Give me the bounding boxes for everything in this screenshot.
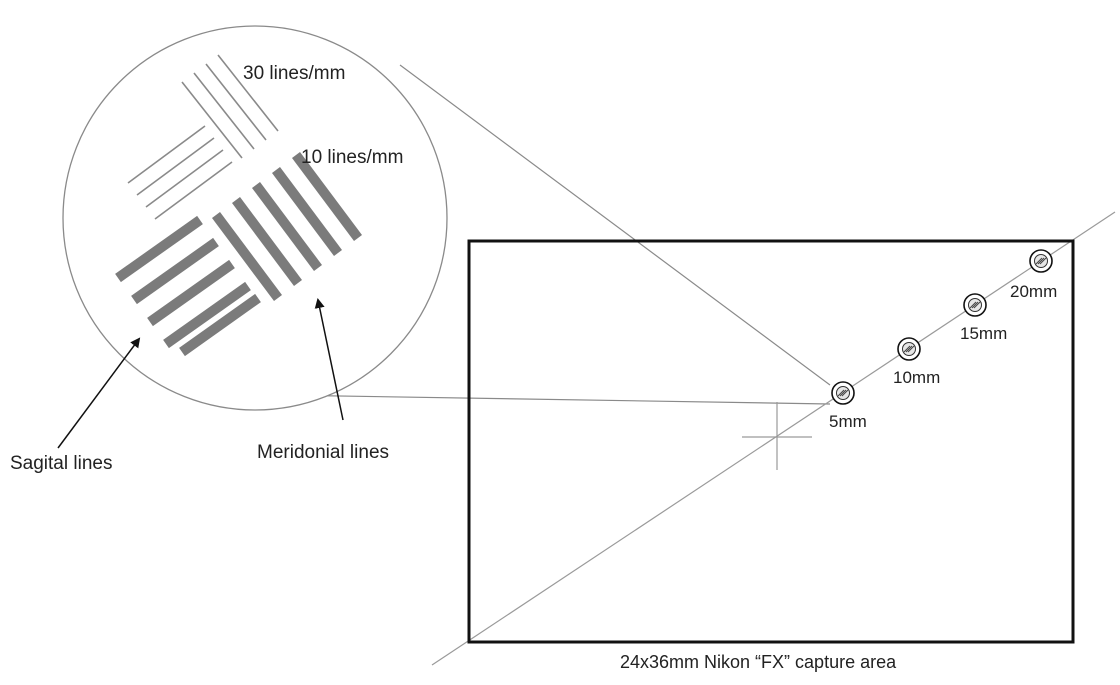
- coarse-sagittal-bars: [115, 215, 261, 357]
- label-30-lines-mm: 30 lines/mm: [243, 63, 345, 84]
- label-5mm: 5mm: [829, 412, 867, 431]
- radial-targets: [831, 249, 1053, 405]
- coarse-meridional-bars: [211, 152, 363, 301]
- label-15mm: 15mm: [960, 324, 1007, 343]
- target-marker-15mm: [963, 293, 987, 317]
- capture-area-frame: [467, 239, 1075, 644]
- label-meridonial-lines: Meridonial lines: [257, 442, 389, 463]
- target-marker-20mm: [1029, 249, 1053, 273]
- target-marker-10mm: [897, 337, 921, 361]
- label-20mm: 20mm: [1010, 282, 1057, 301]
- caption-capture-area: 24x36mm Nikon “FX” capture area: [620, 652, 897, 672]
- zoom-connector-top: [399, 64, 831, 386]
- label-sagital-lines: Sagital lines: [10, 453, 112, 474]
- zoom-connector-bottom: [277, 394, 831, 405]
- meridional-arrow: [314, 298, 344, 421]
- target-marker-5mm: [831, 381, 855, 405]
- sagittal-arrow: [57, 337, 141, 449]
- label-10mm: 10mm: [893, 368, 940, 387]
- label-10-lines-mm: 10 lines/mm: [301, 147, 403, 168]
- fine-sagittal-lines: [127, 125, 233, 220]
- diagonal-line: [431, 211, 1116, 666]
- fine-meridional-lines: [181, 54, 279, 159]
